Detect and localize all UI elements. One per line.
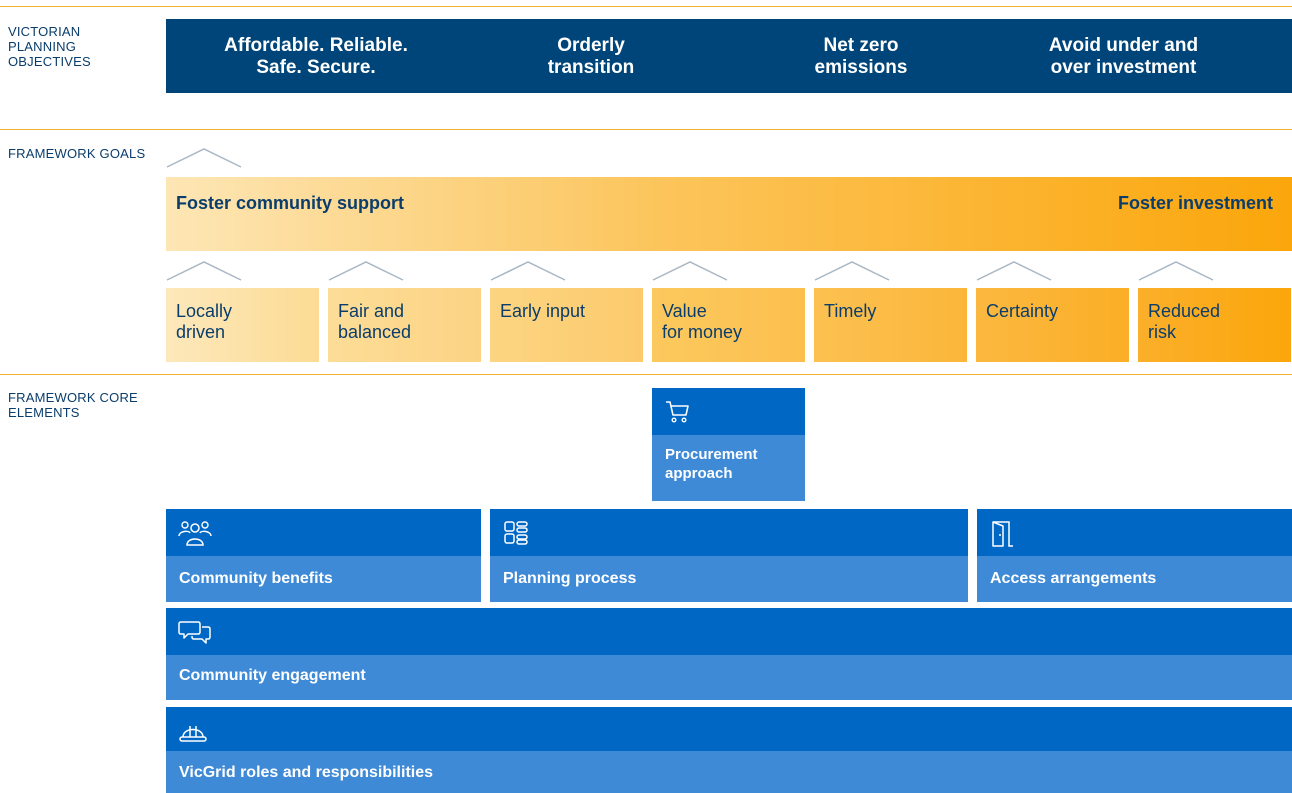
objectives-bar: Affordable. Reliable. Safe. Secure. Orde… <box>166 19 1292 93</box>
principle-line: Certainty <box>986 301 1059 321</box>
principle-certainty: Certainty <box>976 288 1129 362</box>
block-label: approach <box>665 465 733 482</box>
core-access-arrangements: Access arrangements <box>977 509 1292 602</box>
principle-early-input: Early input <box>490 288 643 362</box>
principle-timely: Timely <box>814 288 967 362</box>
block-body: VicGrid roles and responsibilities <box>166 751 1292 793</box>
block-label: Community benefits <box>179 570 333 587</box>
chevron-up-icon <box>490 261 566 281</box>
divider <box>0 6 1292 7</box>
objective-line: Net zero <box>823 35 899 56</box>
goals-section-label: FRAMEWORK GOALS <box>8 146 146 161</box>
block-header <box>166 608 1292 655</box>
principle-line: Value <box>662 301 707 321</box>
chevron-up-icon <box>814 261 890 281</box>
objective-line: Safe. Secure. <box>256 57 376 78</box>
divider <box>0 129 1292 130</box>
core-elements-section-label: FRAMEWORK CORE ELEMENTS <box>8 390 138 420</box>
goal-community-support: Foster community support <box>176 193 405 213</box>
principle-line: Fair and <box>338 301 405 321</box>
objective-line: emissions <box>814 57 908 78</box>
core-planning-process: Planning process <box>490 509 968 602</box>
core-procurement-approach: Procurement approach <box>652 388 805 501</box>
chevron-up-icon <box>166 261 242 281</box>
block-body: Procurement approach <box>652 435 805 501</box>
door-icon <box>992 521 1013 547</box>
core-community-benefits: Community benefits <box>166 509 481 602</box>
principle-line: balanced <box>338 322 412 342</box>
block-label: Community engagement <box>179 667 366 684</box>
chevron-up-icon <box>328 261 404 281</box>
block-header <box>166 509 481 556</box>
divider <box>0 374 1292 375</box>
block-body: Planning process <box>490 556 968 602</box>
goals-bar: Foster community support Foster investme… <box>166 177 1292 251</box>
hard-hat-icon <box>179 726 207 742</box>
objective-line: Affordable. Reliable. <box>224 35 408 56</box>
block-body: Community benefits <box>166 556 481 602</box>
chevron-up-icon <box>652 261 728 281</box>
block-label: Procurement <box>665 446 758 463</box>
principle-line: Reduced <box>1148 301 1221 321</box>
core-community-engagement: Community engagement <box>166 608 1292 700</box>
principle-line: Early input <box>500 301 586 321</box>
objective-line: over investment <box>1050 57 1197 78</box>
block-header <box>490 509 968 556</box>
chevron-up-icon <box>976 261 1052 281</box>
block-body: Access arrangements <box>977 556 1292 602</box>
objective-net-zero: Net zero emissions <box>786 35 936 79</box>
block-label: Planning process <box>503 570 637 587</box>
block-header <box>166 707 1292 751</box>
goal-investment: Foster investment <box>1117 193 1273 213</box>
objective-line: transition <box>547 57 635 78</box>
block-header <box>652 388 805 435</box>
objective-avoid: Avoid under and over investment <box>1011 35 1236 79</box>
speech-bubbles-icon <box>178 621 211 644</box>
people-group-icon <box>178 521 212 546</box>
shopping-cart-icon <box>666 401 689 423</box>
principle-line: risk <box>1148 322 1176 342</box>
principle-line: Locally <box>176 301 233 321</box>
block-header <box>977 509 1292 556</box>
principle-line: Timely <box>824 301 877 321</box>
principle-line: for money <box>662 322 743 342</box>
grid-layout-icon <box>504 521 528 545</box>
objective-orderly: Orderly transition <box>516 35 666 79</box>
chevron-up-icon <box>1138 261 1214 281</box>
block-label: Access arrangements <box>990 570 1157 587</box>
objective-affordable: Affordable. Reliable. Safe. Secure. <box>206 35 426 79</box>
block-body: Community engagement <box>166 655 1292 700</box>
objectives-section-label: VICTORIAN PLANNING OBJECTIVES <box>8 24 91 69</box>
objective-line: Avoid under and <box>1048 35 1199 56</box>
chevron-up-icon <box>166 148 242 168</box>
principle-line: driven <box>176 322 226 342</box>
core-vicgrid-roles: VicGrid roles and responsibilities <box>166 707 1292 793</box>
block-label: VicGrid roles and responsibilities <box>179 764 434 781</box>
objective-line: Orderly <box>557 35 625 56</box>
